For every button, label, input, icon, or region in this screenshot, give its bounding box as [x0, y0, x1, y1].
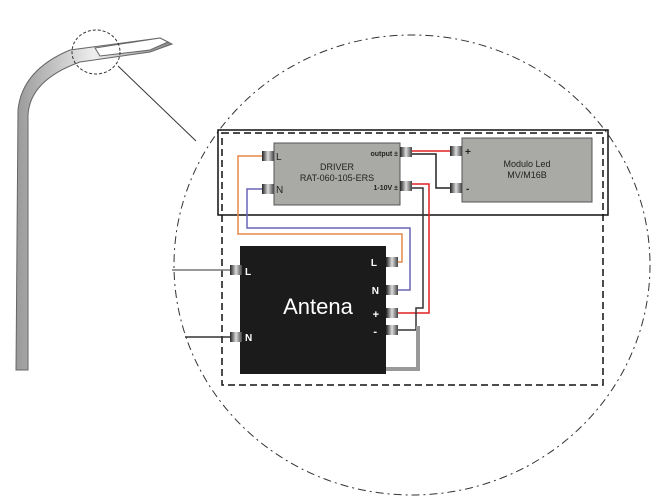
driver-pin-l: L [276, 152, 282, 163]
connector [262, 184, 274, 194]
wire-purple-n [246, 188, 411, 291]
dashed-enclosure [221, 132, 604, 386]
street-lamp [15, 37, 174, 371]
wires [172, 150, 456, 371]
module-plus: + [465, 147, 471, 158]
wire-red-plus [395, 183, 430, 314]
connector [450, 183, 462, 193]
driver-title: DRIVER [320, 162, 355, 172]
driver-pin-n: N [276, 185, 283, 196]
connector [262, 151, 274, 161]
module-title: Modulo Led [503, 159, 550, 169]
connector [386, 325, 398, 335]
wire-grey-ground [386, 326, 420, 371]
driver-dim-label: 1-10V ± [374, 185, 399, 192]
driver-output-label: output ± [370, 151, 398, 158]
luminaire-enclosure [217, 129, 609, 216]
antenna-box: L N L N + - Antena [230, 246, 398, 374]
connector [230, 332, 242, 342]
connector [386, 257, 398, 267]
wire-black-output [412, 153, 456, 189]
driver-model: RAT-060-105-ERS [300, 173, 374, 183]
connector [230, 265, 242, 275]
antenna-out-l: L [371, 258, 377, 269]
connector [400, 181, 412, 191]
antenna-plus: + [373, 309, 379, 321]
module-minus: - [466, 184, 469, 195]
antenna-out-n: N [372, 286, 379, 297]
wire-orange-l [237, 155, 403, 263]
antenna-in-l: L [245, 267, 251, 278]
connector [386, 285, 398, 295]
antenna-in-n: N [245, 333, 252, 344]
module-model: MV/M16B [507, 170, 547, 180]
connector [386, 308, 398, 318]
zoom-leader-line [117, 65, 197, 142]
detail-circle [173, 34, 651, 496]
antenna-title: Antena [283, 294, 353, 319]
driver-box: L N DRIVER RAT-060-105-ERS output ± 1-10… [262, 142, 412, 206]
connector [450, 146, 462, 156]
lamp-head-highlight-circle [71, 29, 121, 75]
wire-black-minus [395, 187, 424, 331]
connector [400, 147, 412, 157]
antenna-minus: - [373, 326, 377, 338]
led-module-box: + - Modulo Led MV/M16B [450, 137, 593, 203]
